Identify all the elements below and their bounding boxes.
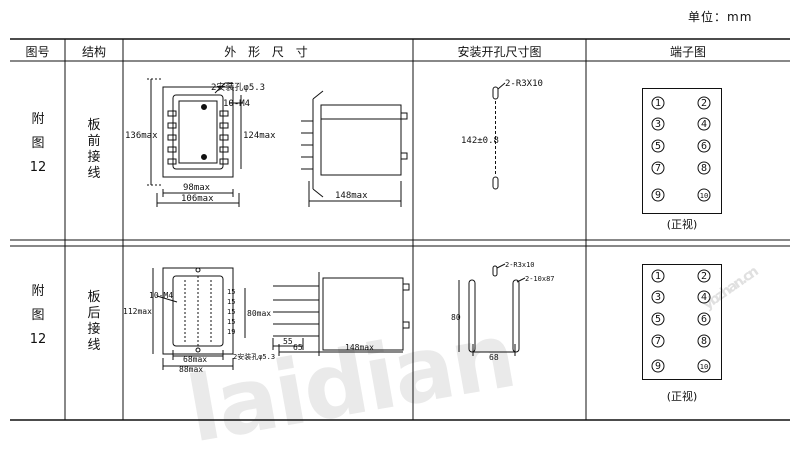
row2-height-label: 112max: [123, 307, 152, 316]
row1-height-inner-label: 124max: [243, 131, 276, 141]
header-terminal: 端子图: [669, 45, 706, 59]
row2-pin-1: 15: [227, 288, 235, 296]
row1-terminal-box: [642, 88, 722, 214]
row2-dimension-drawing: 10-M4 112max 80max 68max 88max 2安装孔φ5.3 …: [123, 267, 410, 374]
row2-width-label: 88max: [179, 365, 203, 374]
row1-mount-hole-note: 2安装孔φ5.3: [211, 81, 265, 93]
row2-pin-5: 19: [227, 328, 235, 336]
row2-slot2-label: 2-10x87: [525, 275, 555, 283]
row1-term-9: 9: [655, 190, 661, 201]
row2-term-8: 8: [701, 336, 707, 347]
row1-term-1: 1: [655, 98, 661, 109]
row1-term-10: 10: [700, 192, 708, 200]
row2-term-10: 10: [700, 363, 708, 371]
row1-depth-label: 148max: [335, 191, 368, 201]
row2-term-3: 3: [655, 292, 661, 303]
row2-terminal-diagram: 1 2 3 4 5 6 7 8 9 10: [651, 269, 711, 373]
header-mount-hole: 安装开孔尺寸图: [457, 45, 542, 59]
row2-height-hole-label: 80: [451, 313, 461, 322]
row2-mount-hole-drawing: 2-R3x10 2-10x87 80 68: [451, 261, 555, 362]
row2-term-1: 1: [655, 271, 661, 282]
row2-screw-label: 10-M4: [149, 291, 173, 300]
row2-term-7: 7: [655, 336, 661, 347]
row1-slot-label: 2-R3X10: [505, 79, 543, 89]
row2-depth-label: 148max: [345, 343, 374, 352]
row2-slot-label: 2-R3x10: [505, 261, 535, 269]
row1-dimension-drawing: 136max 124max 98max 106max 148max 2安装孔φ5…: [125, 78, 408, 207]
row2-term-2: 2: [701, 271, 707, 282]
header-dimensions: 外 形 尺 寸: [224, 45, 312, 59]
unit-label: 单位：mm: [688, 10, 753, 24]
header-fig-no: 图号: [25, 45, 50, 59]
row2-term-4: 4: [701, 292, 707, 303]
row1-term-3: 3: [655, 119, 661, 130]
row2-pitch-label: 68: [489, 353, 499, 362]
row1-term-2: 2: [701, 98, 707, 109]
row1-height-label: 136max: [125, 131, 158, 141]
row1-view-label: (正视): [666, 218, 698, 231]
row2-term-6: 6: [701, 314, 707, 325]
row2-height-inner-label: 80max: [247, 309, 271, 318]
row2-structure: 板后接线: [87, 290, 101, 353]
row1-term-7: 7: [655, 163, 661, 174]
row2-pin-2: 15: [227, 298, 235, 306]
row2-depth-a-label: 55: [283, 337, 293, 346]
row2-pin-3: 15: [227, 308, 235, 316]
row2-term-9: 9: [655, 361, 661, 372]
row2-term-5: 5: [655, 314, 661, 325]
row2-depth-b-label: 65: [293, 343, 303, 352]
table-grid: [10, 38, 790, 421]
row1-term-6: 6: [701, 141, 707, 152]
row2-terminal-box: [642, 264, 722, 380]
row1-structure: 板前接线: [87, 118, 101, 181]
row1-width-label: 106max: [181, 194, 214, 204]
row1-term-8: 8: [701, 163, 707, 174]
row2-pin-4: 15: [227, 318, 235, 326]
row2-view-label: (正视): [666, 390, 698, 403]
row1-screw-label: 10-M4: [223, 99, 250, 109]
row1-term-5: 5: [655, 141, 661, 152]
row2-width-inner-label: 68max: [183, 355, 207, 364]
row1-mount-hole-drawing: 2-R3X10 142±0.8: [461, 79, 543, 190]
header-structure: 结构: [81, 45, 106, 59]
row1-terminal-diagram: 1 2 3 4 5 6 7 8 9 10: [651, 96, 711, 202]
row1-pitch-label: 142±0.8: [461, 136, 499, 146]
row1-term-4: 4: [701, 119, 707, 130]
row2-mount-hole-note: 2安装孔φ5.3: [233, 352, 275, 361]
row1-width-inner-label: 98max: [183, 183, 211, 193]
